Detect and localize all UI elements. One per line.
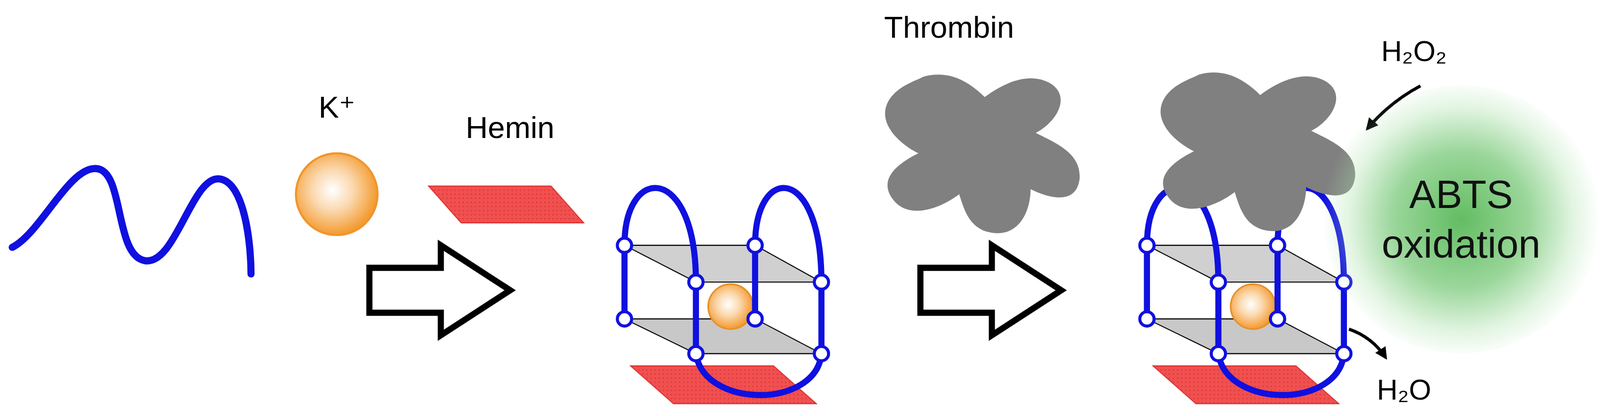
ion-label: K⁺	[318, 90, 356, 125]
reaction-glow: ABTS oxidation	[1322, 85, 1600, 354]
g-quadruplex	[617, 188, 829, 404]
g-quadruplex	[1139, 188, 1351, 404]
process-arrow	[369, 245, 511, 335]
thrombin-protein	[885, 74, 1080, 233]
reaction-arrow	[1348, 328, 1386, 358]
reagent-label: H₂O₂	[1381, 35, 1447, 67]
node-text: ABTS oxidation	[1356, 169, 1566, 269]
product-label: H₂O	[1376, 373, 1432, 406]
hemin-plate	[428, 186, 584, 223]
dna-strand	[12, 168, 252, 274]
process-arrow	[920, 245, 1062, 335]
protein-label: Thrombin	[884, 10, 1015, 45]
potassium-ion	[295, 153, 378, 236]
reagent-label: Hemin	[465, 110, 555, 145]
